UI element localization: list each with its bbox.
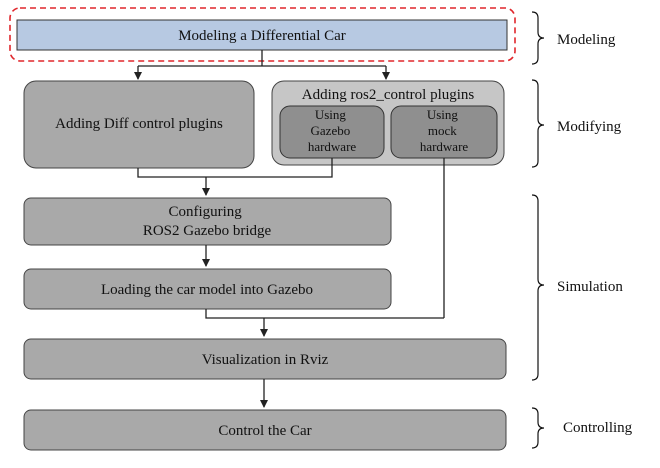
- modeling-brace: [531, 11, 545, 65]
- rviz-label: Visualization in Rviz: [202, 352, 329, 368]
- gazebo-hw-line-3: hardware: [308, 139, 357, 154]
- svg-text:Using Gazebo hardw: Using Gazebo hardware: [308, 107, 357, 154]
- simulation-brace: [531, 194, 545, 381]
- svg-text:Configuring ROS2 Gazebo: Configuring ROS2 Gazebo bridge: [143, 204, 272, 239]
- bridge-line-2: ROS2 Gazebo bridge: [143, 223, 272, 239]
- controlling-brace: [531, 407, 545, 449]
- bridge-line-1: Configuring: [168, 204, 242, 220]
- mock-hw-line-1: Using: [427, 107, 459, 122]
- merge-line: [137, 158, 333, 178]
- svg-text:Using mock hardwar: Using mock hardware: [420, 107, 469, 154]
- mock-hardware-box: Using mock hardware: [390, 105, 498, 159]
- diff-plugins-box: Adding Diff control plugins: [23, 80, 255, 169]
- ros2-plugins-label: Adding ros2_control plugins: [302, 87, 475, 103]
- modifying-brace: [531, 79, 545, 168]
- stage-modeling: Modeling: [557, 32, 616, 48]
- mock-hw-line-3: hardware: [420, 139, 469, 154]
- rviz-box: Visualization in Rviz: [23, 338, 507, 380]
- stage-simulation: Simulation: [557, 279, 623, 295]
- diff-plugins-label: Adding Diff control plugins: [55, 116, 223, 132]
- modeling-car-box: Modeling a Differential Car: [16, 19, 508, 51]
- gazebo-hw-line-1: Using: [315, 107, 347, 122]
- gazebo-hw-line-2: Gazebo: [311, 123, 351, 138]
- bridge-box: Configuring ROS2 Gazebo bridge: [23, 197, 392, 246]
- loading-label: Loading the car model into Gazebo: [101, 282, 313, 298]
- control-box: Control the Car: [23, 409, 507, 451]
- loading-box: Loading the car model into Gazebo: [23, 268, 392, 310]
- mock-hw-line-2: mock: [428, 123, 457, 138]
- gazebo-hardware-box: Using Gazebo hardware: [279, 105, 385, 159]
- stage-controlling: Controlling: [563, 420, 633, 436]
- modeling-car-label: Modeling a Differential Car: [178, 28, 346, 44]
- control-label: Control the Car: [218, 423, 311, 439]
- stage-modifying: Modifying: [557, 119, 622, 135]
- merge-to-rviz: [205, 309, 444, 319]
